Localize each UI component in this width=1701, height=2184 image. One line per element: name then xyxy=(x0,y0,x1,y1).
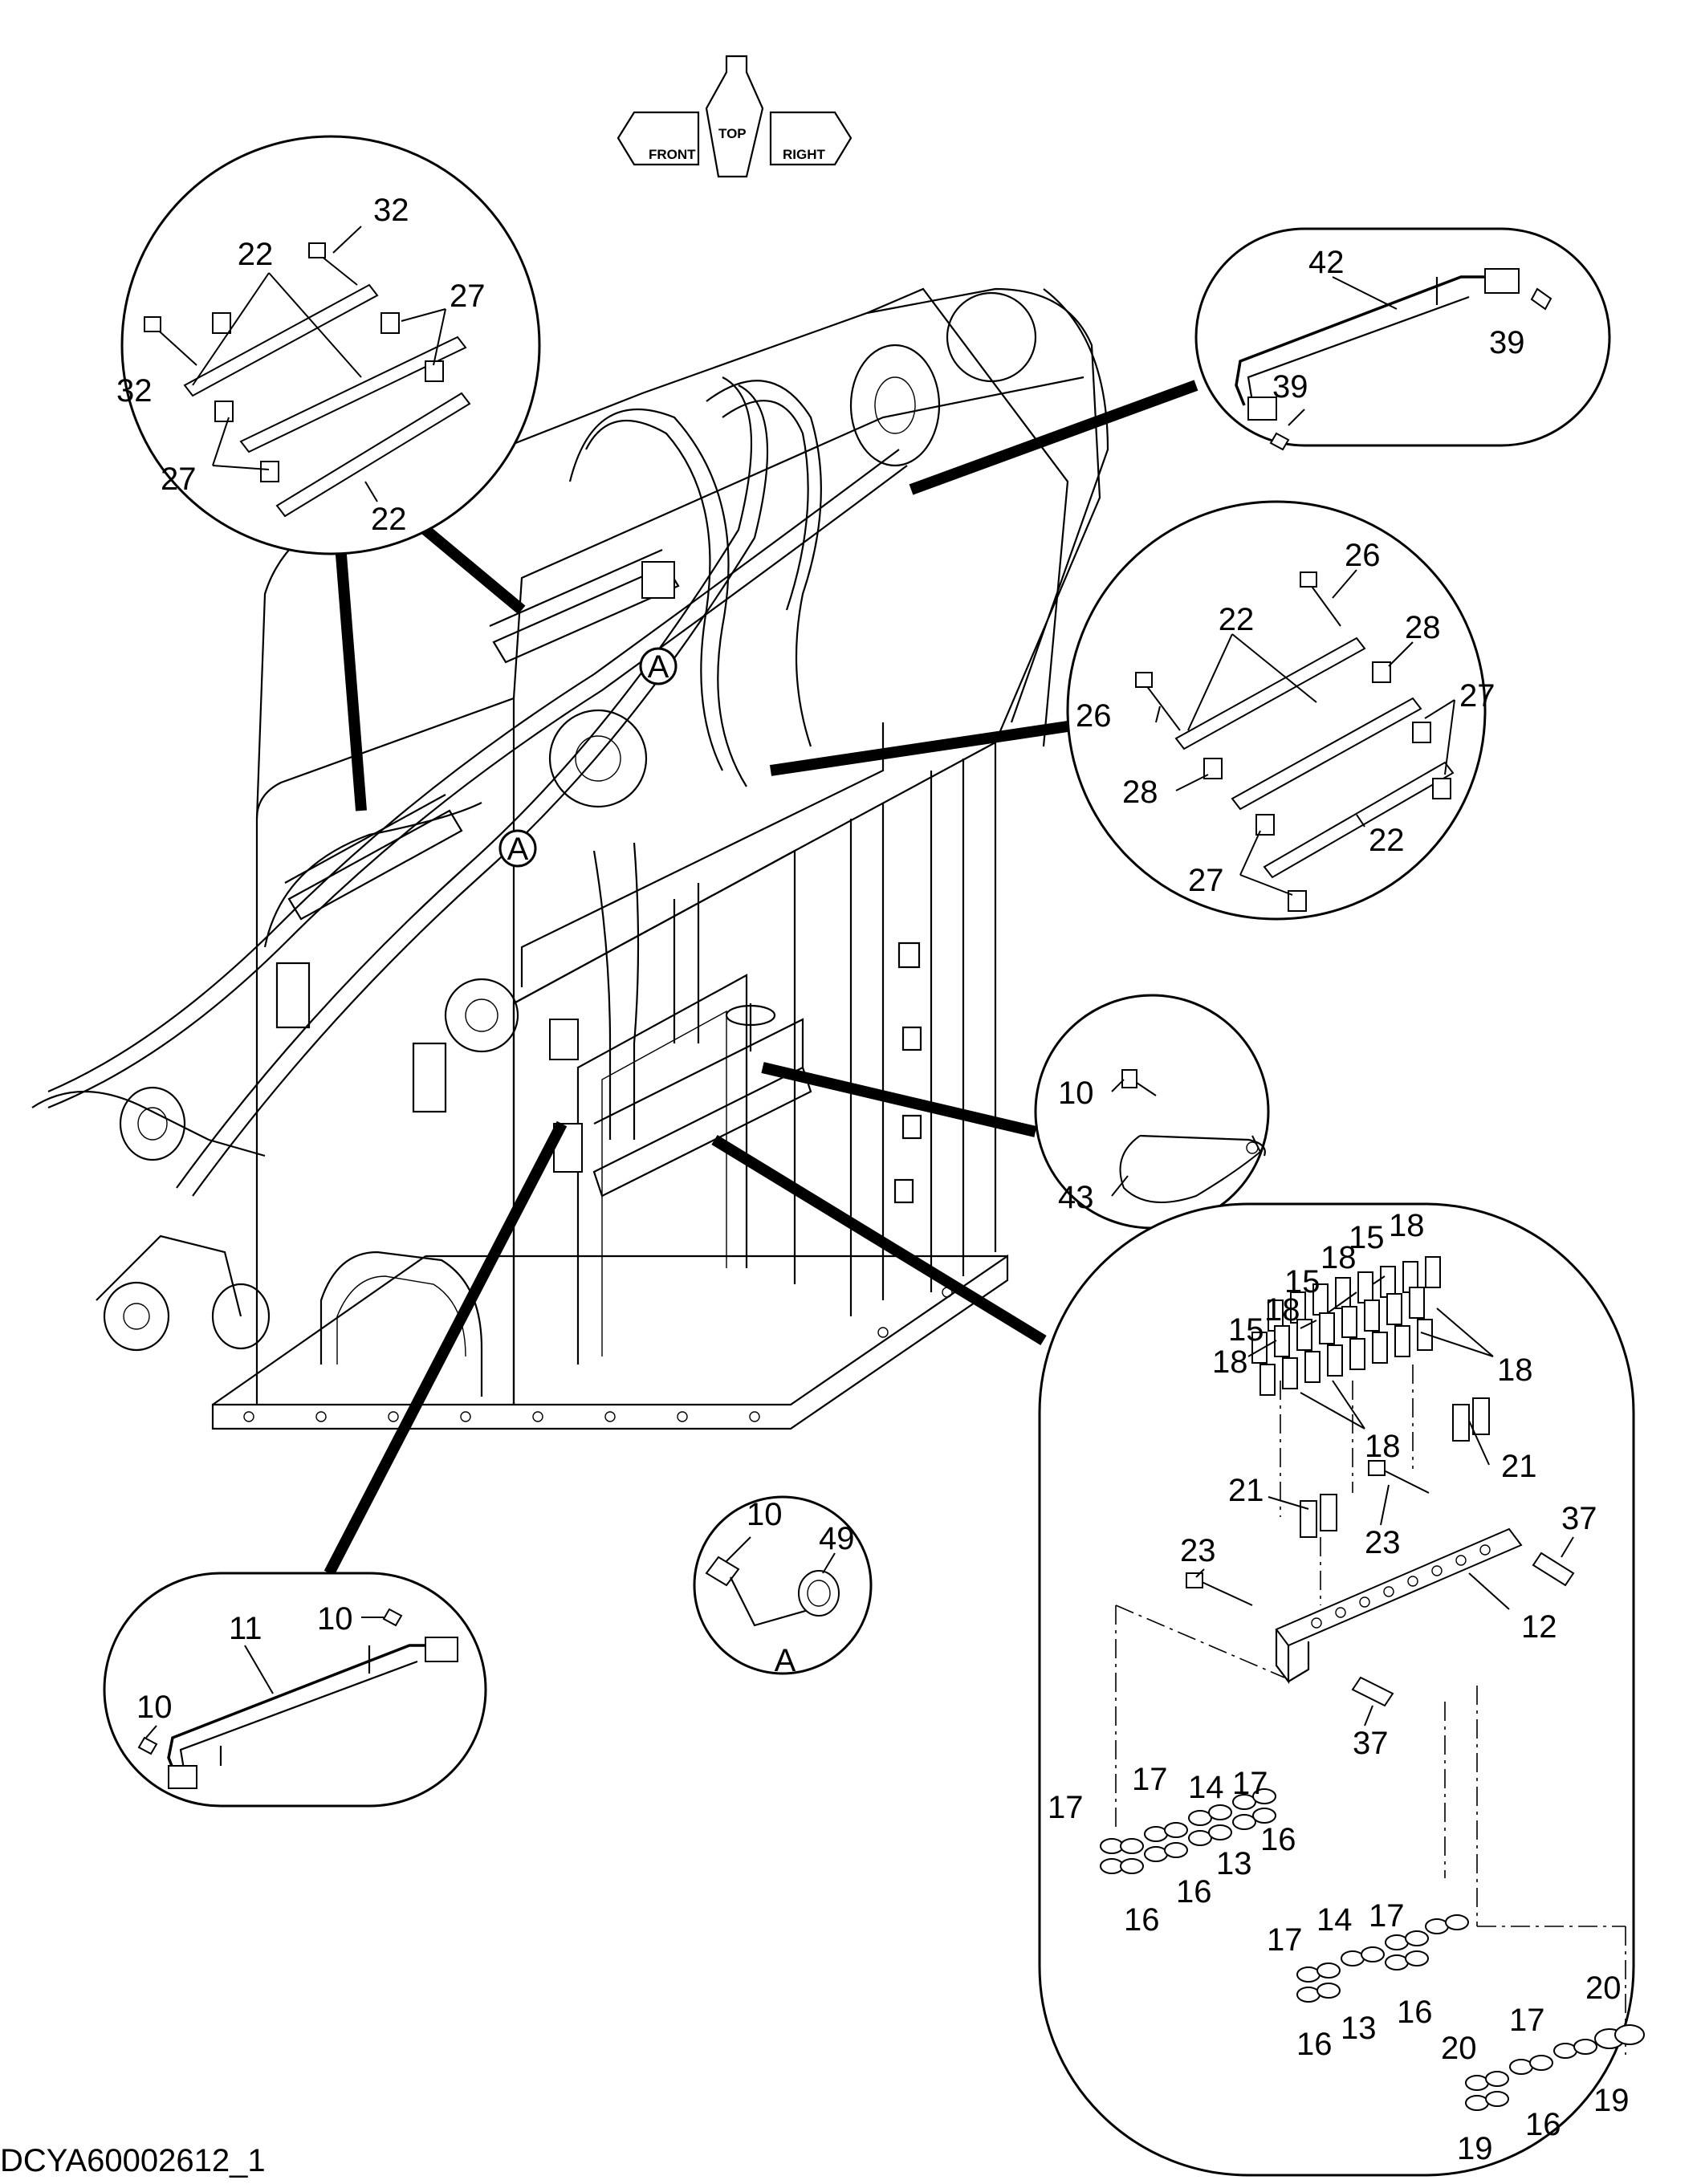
label-27-c: 27 xyxy=(1459,678,1495,714)
fitting-cluster-top xyxy=(1251,1256,1441,1396)
detail-clamp-right: 22 26 28 27 26 28 27 22 xyxy=(1066,500,1495,921)
label-32-a: 32 xyxy=(373,193,409,228)
nut-group-right xyxy=(1465,2024,1645,2111)
front-arrow-label: FRONT xyxy=(649,147,696,162)
label-17-a: 17 xyxy=(1232,1766,1268,1801)
label-27-a: 27 xyxy=(450,279,486,314)
label-18-b: 18 xyxy=(1264,1292,1300,1328)
label-27-b: 27 xyxy=(161,462,197,497)
label-11: 11 xyxy=(229,1611,262,1646)
label-15-a: 15 xyxy=(1228,1312,1264,1348)
label-22-d: 22 xyxy=(1369,823,1405,858)
label-20-a: 20 xyxy=(1585,1970,1622,2006)
label-18-e: 18 xyxy=(1497,1352,1533,1388)
detail-section-a: 10 49 A xyxy=(693,1495,873,1678)
label-15-c: 15 xyxy=(1349,1220,1385,1255)
label-49: 49 xyxy=(819,1521,855,1556)
manifold-block xyxy=(549,1003,812,1198)
label-10-d: 10 xyxy=(136,1690,173,1725)
label-17-f: 17 xyxy=(1509,2003,1545,2038)
detail-band-clamp: 10 43 xyxy=(1034,994,1270,1230)
nut-group-middle xyxy=(1296,1914,1469,2003)
section-marker-2-label: A xyxy=(507,832,529,867)
label-26-a: 26 xyxy=(1345,538,1381,573)
label-10-a: 10 xyxy=(1058,1076,1094,1111)
label-19-a: 19 xyxy=(1593,2083,1630,2118)
label-17-e: 17 xyxy=(1267,1922,1303,1958)
label-13-a: 13 xyxy=(1216,1846,1252,1881)
label-16-f: 16 xyxy=(1525,2107,1561,2142)
label-16-d: 16 xyxy=(1397,1995,1433,2030)
label-39-a: 39 xyxy=(1489,325,1525,360)
label-17-b: 17 xyxy=(1132,1762,1168,1797)
label-16-b: 16 xyxy=(1176,1874,1212,1909)
label-28-b: 28 xyxy=(1122,775,1158,810)
label-39-b: 39 xyxy=(1272,369,1308,405)
fitting-21-group xyxy=(1300,1397,1490,1538)
section-a-view-label: A xyxy=(775,1643,796,1678)
detail-rod-upper-right: 42 39 39 xyxy=(1194,227,1611,451)
label-23-b: 23 xyxy=(1180,1533,1216,1568)
detail-manifold-exploded: 18 15 18 15 18 15 18 18 18 21 21 23 23 3… xyxy=(1038,1202,1645,2177)
label-19-b: 19 xyxy=(1457,2131,1493,2166)
detail-clamp-upper-left: 22 32 27 32 27 22 xyxy=(116,135,541,555)
label-17-c: 17 xyxy=(1048,1790,1084,1825)
label-13-b: 13 xyxy=(1341,2011,1377,2046)
label-10-b: 10 xyxy=(747,1497,783,1532)
label-22-a: 22 xyxy=(238,237,274,272)
label-43: 43 xyxy=(1058,1180,1094,1215)
hose-bundle xyxy=(31,376,908,1352)
label-14-a: 14 xyxy=(1188,1770,1224,1805)
label-18-c: 18 xyxy=(1321,1240,1357,1275)
clamp-assembly-lower xyxy=(284,794,463,921)
label-18-d: 18 xyxy=(1389,1208,1425,1243)
label-26-b: 26 xyxy=(1076,698,1112,734)
section-marker-1-label: A xyxy=(648,649,669,685)
section-marker-2: A xyxy=(498,829,537,868)
label-22-c: 22 xyxy=(1219,602,1255,637)
drawing-id: DCYA60002612_1 xyxy=(0,2143,266,2178)
callout-leaders xyxy=(324,380,1198,1576)
label-18-f: 18 xyxy=(1365,1429,1401,1464)
right-arrow-label: RIGHT xyxy=(783,147,826,162)
label-32-b: 32 xyxy=(116,373,153,409)
orientation-indicator: FRONT TOP RIGHT xyxy=(617,55,853,178)
label-18-a: 18 xyxy=(1212,1344,1248,1380)
label-37-b: 37 xyxy=(1353,1726,1389,1761)
label-16-e: 16 xyxy=(1296,2027,1333,2062)
label-15-b: 15 xyxy=(1284,1264,1321,1299)
label-28-a: 28 xyxy=(1405,610,1441,645)
label-42: 42 xyxy=(1308,245,1345,280)
label-12: 12 xyxy=(1521,1609,1557,1645)
top-arrow-label: TOP xyxy=(718,126,747,141)
label-10-c: 10 xyxy=(317,1601,353,1637)
label-20-b: 20 xyxy=(1441,2031,1477,2066)
bolt-23-group xyxy=(1186,1460,1430,1606)
label-21-a: 21 xyxy=(1501,1449,1537,1484)
label-37-a: 37 xyxy=(1561,1501,1597,1536)
label-21-b: 21 xyxy=(1228,1473,1264,1508)
label-16-a: 16 xyxy=(1260,1822,1296,1857)
detail-rod-lower-left: 11 10 10 xyxy=(103,1572,487,1808)
nut-group-left xyxy=(1100,1788,1276,1874)
label-27-d: 27 xyxy=(1188,863,1224,898)
label-23-a: 23 xyxy=(1365,1525,1401,1560)
section-marker-1: A xyxy=(639,647,678,685)
label-22-b: 22 xyxy=(371,502,407,537)
label-16-c: 16 xyxy=(1124,1902,1160,1938)
label-17-d: 17 xyxy=(1369,1898,1405,1934)
label-14-b: 14 xyxy=(1316,1902,1353,1938)
clamp-assembly-upper xyxy=(489,548,680,664)
